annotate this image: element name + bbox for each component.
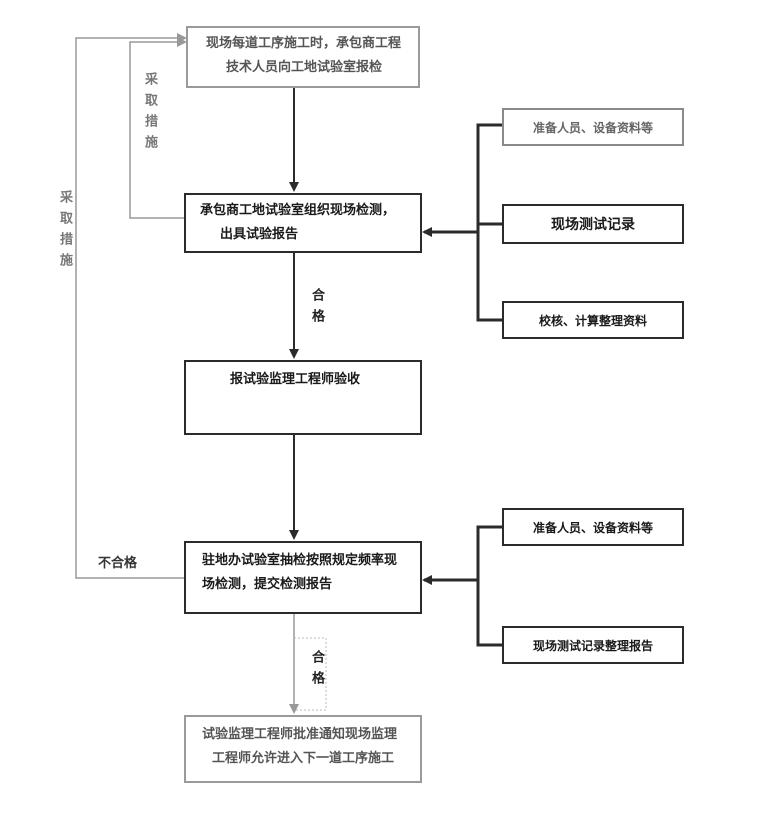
step2-box: 承包商工地试验室组织现场检测， 出具试验报告 xyxy=(184,193,422,253)
step2-line1: 承包商工地试验室组织现场检测， xyxy=(200,203,396,218)
step5-line2: 工程师允许进入下一道工序施工 xyxy=(212,751,395,766)
step4-line2: 场检测，提交检测报告 xyxy=(202,577,333,592)
side-box-a2: 现场测试记录 xyxy=(502,204,684,244)
side-bracket-b xyxy=(476,525,502,647)
measure-inner-label: 采取措施 xyxy=(142,72,157,156)
step5-box: 试验监理工程师批准通知现场监理 工程师允许进入下一道工序施工 xyxy=(184,715,422,783)
side-a2-text: 现场测试记录 xyxy=(551,217,635,233)
side-box-a1: 准备人员、设备资料等 xyxy=(502,108,684,146)
pass1-label: 合格 xyxy=(309,288,324,330)
side-b1-text: 准备人员、设备资料等 xyxy=(532,520,653,535)
side-a1-text: 准备人员、设备资料等 xyxy=(532,120,653,135)
step1-line2: 技术人员向工地试验室报检 xyxy=(226,60,383,75)
side-b2-text: 现场测试记录整理报告 xyxy=(532,638,653,653)
fail-label: 不合格 xyxy=(98,556,138,571)
step3-box: 报试验监理工程师验收 xyxy=(184,360,422,435)
pass2-label: 合格 xyxy=(309,650,324,692)
step3-text: 报试验监理工程师验收 xyxy=(230,372,361,387)
side-box-b1: 准备人员、设备资料等 xyxy=(502,508,684,546)
measure-outer-label: 采取措施 xyxy=(57,190,72,274)
feedback-outer xyxy=(75,33,187,579)
step5-line1: 试验监理工程师批准通知现场监理 xyxy=(202,727,398,742)
step4-box: 驻地办试验室抽检按照规定频率现 场检测，提交检测报告 xyxy=(184,541,422,614)
step1-line1: 现场每道工序施工时，承包商工程 xyxy=(206,36,402,51)
step4-line1: 驻地办试验室抽检按照规定频率现 xyxy=(202,553,398,568)
pass2-bracket xyxy=(294,637,327,711)
side-box-b2: 现场测试记录整理报告 xyxy=(502,626,684,664)
side-box-a3: 校核、计算整理资料 xyxy=(502,301,684,339)
step1-box: 现场每道工序施工时，承包商工程 技术人员向工地试验室报检 xyxy=(186,26,420,88)
side-a3-text: 校核、计算整理资料 xyxy=(538,313,647,328)
feedback-inner xyxy=(129,37,187,219)
step2-line2: 出具试验报告 xyxy=(220,227,299,242)
